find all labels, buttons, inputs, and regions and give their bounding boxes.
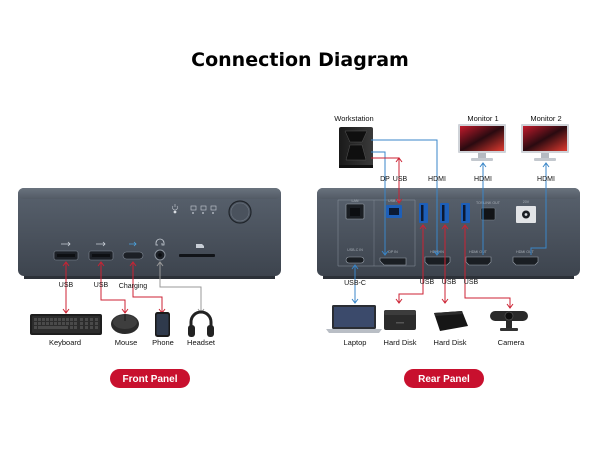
port-label-toslink-out: TOSLINK OUT: [476, 201, 501, 205]
keyboard-device: [30, 314, 102, 335]
device-label-keyboard: Keyboard: [49, 338, 81, 347]
conn-label-hdmi-monitor-2: HDMI: [537, 176, 555, 183]
device-label-hard-disk-2: Hard Disk: [434, 338, 467, 347]
device-label-hard-disk-1: Hard Disk: [384, 338, 417, 347]
device-label-monitor-1: Monitor 1: [467, 114, 498, 123]
led-indicator-icon: [172, 204, 217, 214]
device-label-phone: Phone: [152, 338, 174, 347]
port-label-hdmi-out-1: HDMI OUT: [469, 250, 488, 254]
rear-panel-badge: Rear Panel: [404, 369, 484, 388]
conn-label-usb-hdd-2: USB: [442, 279, 457, 286]
port-label-dp-in: DP IN: [388, 250, 398, 254]
monitor-2-device: [521, 124, 569, 161]
device-label-headset: Headset: [187, 338, 216, 347]
sd-card-slot: [179, 254, 215, 257]
front-panel-label: Front Panel: [122, 374, 177, 385]
device-label-workstation: Workstation: [334, 114, 373, 123]
conn-label-usb-mouse: USB: [94, 282, 109, 289]
conn-label-hdmi-workstation: HDMI: [428, 176, 446, 183]
rear-panel-label: Rear Panel: [418, 374, 470, 385]
conn-label-usb-camera: USB: [464, 279, 479, 286]
rear-top-connections: [371, 139, 550, 256]
conn-label-usb-hdd-1: USB: [420, 279, 435, 286]
conn-label-usb-keyboard: USB: [59, 282, 74, 289]
conn-label-charging: Charging: [119, 283, 148, 290]
headphone-jack-icon: [155, 238, 165, 246]
hdmi-out-port-1: [465, 256, 492, 266]
port-label-20v: 20V: [523, 200, 530, 204]
rear-dock: [317, 188, 580, 279]
dp-in-port: [379, 257, 407, 266]
device-label-monitor-2: Monitor 2: [530, 114, 561, 123]
laptop-device: [326, 305, 382, 333]
hard-disk-1-device: [384, 310, 416, 330]
usb3-icon: [129, 241, 137, 247]
conn-label-hdmi-monitor-1: HDMI: [474, 176, 492, 183]
workstation-device: [339, 127, 373, 168]
usb-icon: [61, 241, 71, 247]
phone-device: [155, 312, 170, 337]
toslink-port: [480, 207, 496, 221]
hard-disk-2-device: [434, 311, 468, 331]
power-button-icon: [228, 200, 252, 224]
hdmi-out-port-2: [512, 256, 539, 266]
device-label-camera: Camera: [498, 338, 526, 347]
usb-port-1: [53, 250, 79, 261]
device-label-laptop: Laptop: [344, 338, 367, 347]
usb-icon: [96, 241, 106, 247]
conn-label-usb-workstation: USB: [393, 176, 408, 183]
headset-device: [188, 310, 214, 337]
port-label-usb-c-in: USB-C IN: [347, 248, 363, 252]
hdmi-in-port: [424, 256, 451, 266]
front-panel-badge: Front Panel: [110, 369, 190, 388]
camera-device: [490, 311, 528, 331]
rear-bottom-connections: [351, 224, 514, 309]
port-label-hdmi-out-2: HDMI OUT: [516, 250, 535, 254]
diagram-title: Connection Diagram: [191, 49, 409, 71]
conn-label-dp: DP: [380, 176, 390, 183]
sd-card-icon: [196, 244, 204, 248]
front-dock: [18, 188, 281, 279]
mouse-device: [111, 314, 139, 334]
port-label-lan: LAN: [352, 199, 359, 203]
monitor-1-device: [458, 124, 506, 161]
port-label-usb-in: USB IN: [388, 199, 400, 203]
usb-port-2: [88, 250, 114, 261]
device-label-mouse: Mouse: [115, 338, 138, 347]
conn-label-usb-c: USB-C: [344, 280, 366, 287]
usb-c-in-port: [345, 256, 365, 264]
usb-c-port: [122, 251, 144, 260]
